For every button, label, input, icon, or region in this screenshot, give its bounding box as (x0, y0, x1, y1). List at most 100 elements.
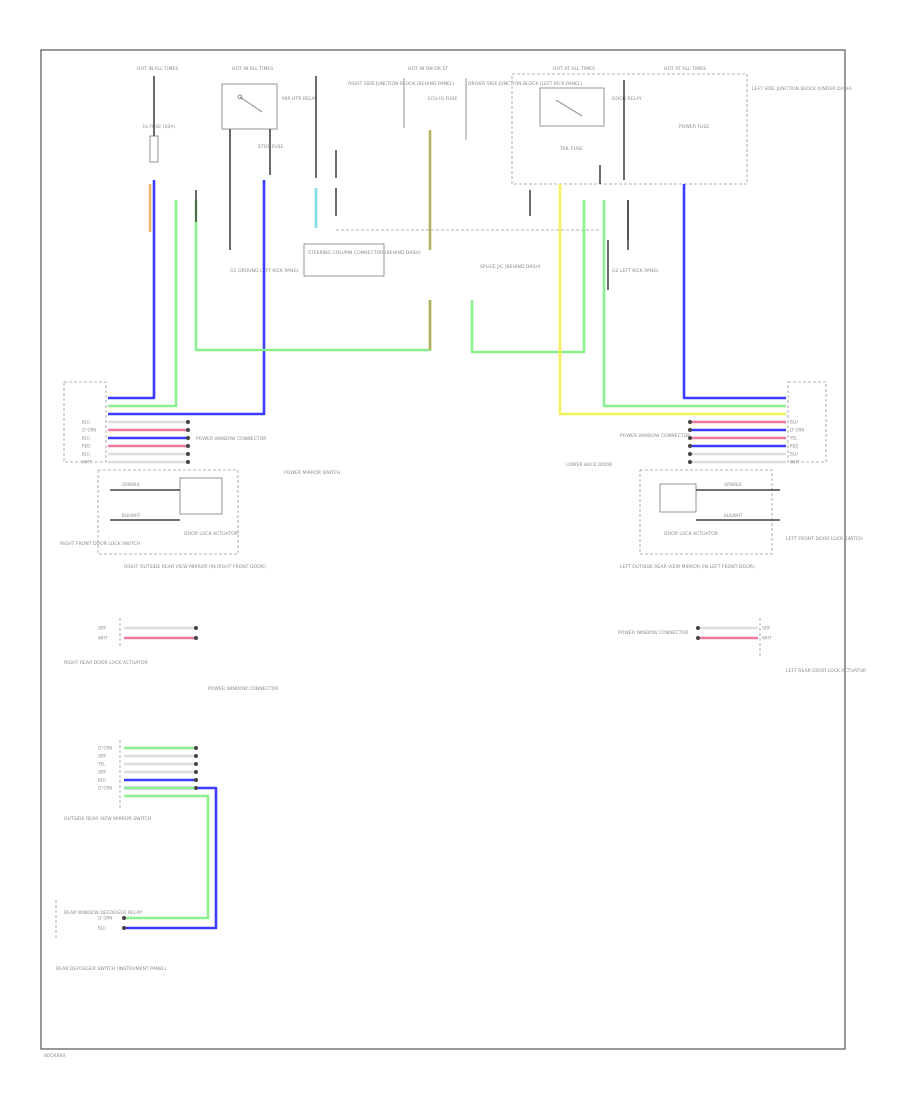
footer-code: W/D4860 (44, 1053, 65, 1059)
hot-label-3: HOT IN ON OR ST (408, 66, 448, 72)
top-supply: HOT IN ALL TIMES HOT IN ALL TIMES HOT IN… (137, 66, 852, 200)
pin-dot (186, 460, 190, 464)
lower-bottom-label: REAR WINDOW DEFOGGER RELAY (64, 910, 142, 916)
wire-blue-loop (124, 786, 218, 930)
left-door-unit-label: DOOR LOCK ACTUATOR (184, 531, 239, 537)
right-door-module-box (639, 469, 773, 555)
pin-label: LT GRN (98, 916, 112, 921)
splice-center-label: SPLICE J/C (BEHIND DASH) (480, 264, 541, 270)
left-door-ground-label: POWER MIRROR SWITCH (284, 470, 340, 476)
pin-label: BLU (82, 436, 90, 441)
pin-dot (696, 626, 700, 630)
pin-label: GRY (762, 626, 771, 631)
fuse-center-label: ECU-IG FUSE (428, 96, 457, 102)
right-door-module-label: LEFT OUTSIDE REAR VIEW MIRROR (IN LEFT F… (620, 564, 755, 570)
right-door-unit-box (659, 483, 697, 513)
pin-label: BLU (82, 452, 90, 457)
lower-caption: REAR DEFOGGER SWITCH (INSTRUMENT PANEL) (56, 966, 167, 972)
right-door-conn-label: POWER WINDOW CONNECTOR (620, 433, 691, 439)
steering-connector-box (303, 243, 385, 277)
pin-label: RED (790, 444, 798, 449)
right-junction-block (511, 73, 748, 185)
right-door-connector: BLU LT GRN YEL RED BLU WHT POWER WINDOW CONNE… (566, 381, 863, 570)
pin-dot (122, 916, 126, 920)
note-center-right: DRIVER SIDE JUNCTION BLOCK (LEFT KICK PA… (468, 81, 582, 87)
right-mid-connector: GRY WHT POWER WINDOW CONNECTOR LEFT REAR … (618, 618, 867, 674)
steering-connector-label: STEERING COLUMN CONNECTOR (BEHIND DASH) (308, 250, 421, 256)
pin-label: WHT (82, 460, 92, 465)
pin-dot (122, 926, 126, 930)
wire-green-left-1 (108, 200, 178, 408)
mid-section: G1 GROUND LEFT KICK PANEL STEERING COLUM… (229, 200, 659, 290)
relay-right-label: DOOR RELAY (612, 96, 642, 102)
left-door-side-label: RIGHT FRONT DOOR LOCK SWITCH (60, 541, 140, 547)
right-door-ground-label: LOWER BACK DOOR (566, 462, 613, 468)
diagram-frame (40, 49, 846, 1050)
pin-label: WHT (790, 460, 800, 465)
fuse-mid-left-label: STOP FUSE (258, 144, 283, 150)
left-door-module-label: RIGHT OUTSIDE REAR VIEW MIRROR (IN RIGHT… (124, 564, 266, 570)
pin-dot (688, 428, 692, 432)
pin-dot (194, 762, 198, 766)
wire-green-loop (124, 794, 210, 920)
hot-label-1: HOT IN ALL TIMES (137, 66, 178, 72)
relay-right-box (539, 87, 605, 127)
relay-left-box (221, 83, 278, 130)
pin-dot (186, 436, 190, 440)
pin-label: BLU (98, 778, 106, 783)
pin-dot (194, 626, 198, 630)
right-door-unit-label: DOOR LOCK ACTUATOR (664, 531, 719, 537)
pin-dot (194, 636, 198, 640)
pin-label: BLU (790, 420, 798, 425)
pin-dot (688, 452, 692, 456)
pin-label: GRY (98, 770, 107, 775)
pin-dot (688, 436, 692, 440)
pin-label: BLU (82, 420, 90, 425)
right-mid-label: LEFT REAR DOOR LOCK ACTUATOR (786, 668, 867, 674)
pin-label: YEL (789, 436, 798, 441)
right-door-side-label: LEFT FRONT DOOR LOCK SWITCH (786, 536, 863, 542)
wire-blue-right (682, 184, 786, 400)
pin-label: YEL (97, 762, 106, 767)
right-door-wire-b: BLK/WHT (724, 513, 743, 518)
wire-green-link-right (470, 250, 586, 354)
right-mid-conn: POWER WINDOW CONNECTOR (618, 630, 689, 636)
hot-label-4: HOT AT ALL TIMES (553, 66, 595, 72)
wire-layer (108, 130, 786, 930)
left-door-wire-a: GRN/BLK (122, 482, 140, 487)
pin-label: BLU (98, 926, 106, 931)
pin-dot (194, 746, 198, 750)
note-center-left: RIGHT SIDE JUNCTION BLOCK (BEHIND PANEL) (348, 81, 454, 87)
fuse-far-right-label: POWER FUSE (679, 124, 709, 130)
pin-label: LT GRN (790, 428, 804, 433)
ground-right-label: G2 LEFT KICK PANEL (612, 268, 659, 274)
pin-label: BLU (790, 452, 798, 457)
pin-label: GRY (98, 626, 107, 631)
left-door-conn-label: POWER WINDOW CONNECTOR (196, 436, 267, 442)
left-mid-conn: POWER WINDOW CONNECTOR (208, 686, 279, 692)
pin-dot (186, 420, 190, 424)
pin-dot (688, 420, 692, 424)
pin-label: WHT (98, 636, 108, 641)
relay-left-label: MIR HTR RELAY (282, 96, 317, 102)
pin-dot (194, 770, 198, 774)
fuse-right-label: TAIL FUSE (559, 146, 583, 152)
pin-label: LT GRN (98, 786, 112, 791)
wire-green-right (602, 200, 786, 408)
pin-dot (688, 460, 692, 464)
pin-label: WHT (762, 636, 772, 641)
pin-dot (186, 444, 190, 448)
wire-yellow-right (558, 184, 786, 416)
right-door-wire-a: GRN/BLK (724, 482, 742, 487)
left-door-wire-b: BLK/WHT (122, 513, 141, 518)
pin-dot (194, 778, 198, 782)
wire-blue-left-2 (108, 180, 266, 416)
left-door-module-box (97, 469, 239, 555)
pin-label: LT GRN (98, 746, 112, 751)
wire-green-link-left (194, 200, 432, 352)
wire-blue-left-1 (108, 180, 156, 400)
left-door-unit-box (179, 477, 223, 515)
